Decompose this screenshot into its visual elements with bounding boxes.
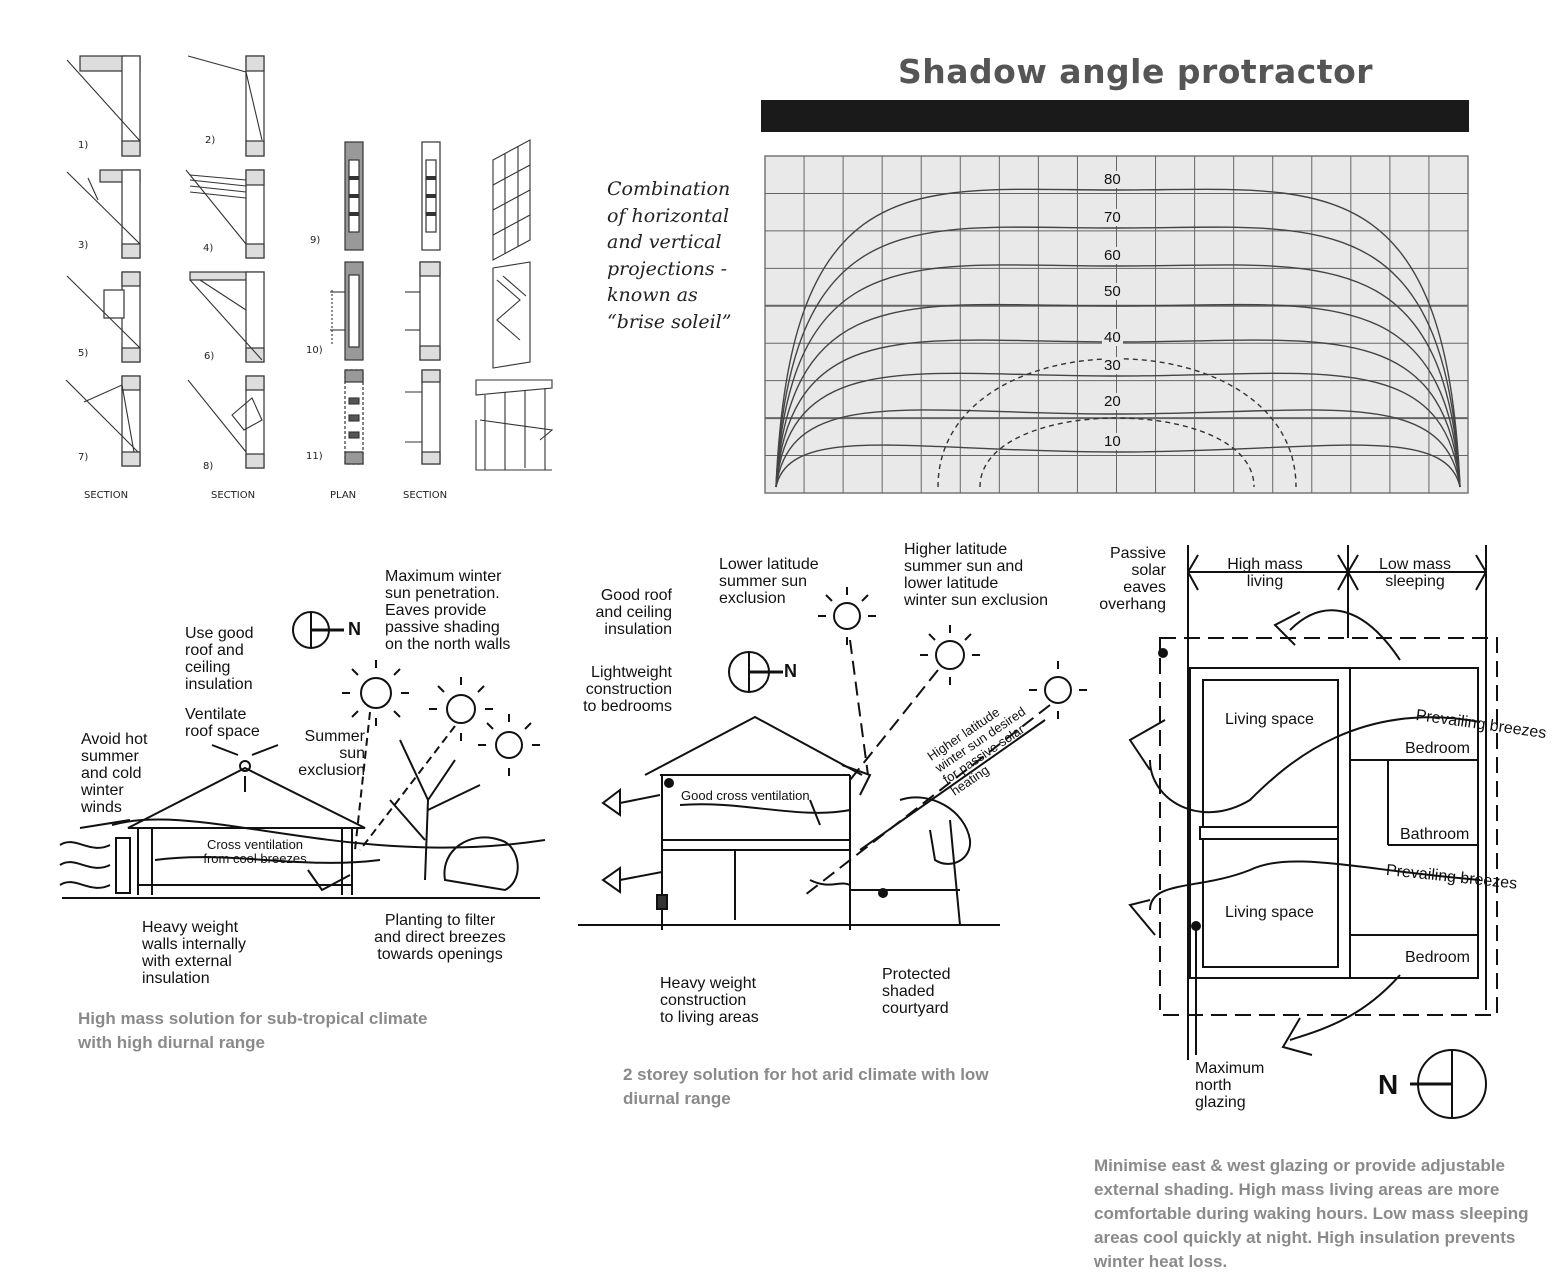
label-max-winter-sun: Maximum winter sun penetration. Eaves pr… <box>385 568 511 653</box>
label-good-cross-ventilation: Good cross ventilation <box>681 788 810 803</box>
angle-label-10: 10 <box>1102 433 1123 450</box>
section-number-10: 10) <box>306 345 323 356</box>
angle-label-30: 30 <box>1102 357 1123 374</box>
label-good-roof: Good roof and ceiling insulation <box>595 587 673 638</box>
plan-caption: Minimise east & west glazing or provide … <box>1094 1156 1529 1271</box>
label-high-mass: High mass living <box>1227 556 1303 590</box>
subtropical-north-label: N <box>348 619 361 639</box>
arid-caption: 2 storey solution for hot arid climate w… <box>623 1065 989 1108</box>
label-low-mass: Low mass sleeping <box>1378 556 1452 590</box>
section-number-8: 8) <box>203 461 214 472</box>
angle-label-50: 50 <box>1102 283 1123 300</box>
brise-soleil-text: Combination of horizontal and vertical p… <box>607 178 732 333</box>
column-label-section-2: SECTION <box>211 490 256 501</box>
label-lower-latitude: Lower latitude summer sun exclusion <box>719 556 819 607</box>
label-bathroom: Bathroom <box>1400 826 1470 843</box>
label-living-space-1: Living space <box>1225 711 1314 728</box>
label-ventilate-roof: Ventilate roof space <box>185 706 260 740</box>
section-number-7: 7) <box>78 452 89 463</box>
section-number-11: 11) <box>306 451 323 462</box>
label-bedroom-1: Bedroom <box>1405 740 1470 757</box>
title-bar <box>761 100 1469 132</box>
label-summer-exclusion: Summer sun exclusion <box>298 728 365 779</box>
label-passive-eaves: Passive solar eaves overhang <box>1099 545 1166 613</box>
section-number-5: 5) <box>78 348 89 359</box>
subtropical-caption: High mass solution for sub-tropical clim… <box>78 1009 428 1052</box>
section-number-6: 6) <box>204 351 215 362</box>
column-label-section-3: SECTION <box>403 490 448 501</box>
section-number-4: 4) <box>203 243 214 254</box>
section-number-9: 9) <box>310 235 321 246</box>
label-roof-insulation: Use good roof and ceiling insulation <box>185 625 254 693</box>
label-living-space-2: Living space <box>1225 904 1314 921</box>
angle-label-70: 70 <box>1102 209 1123 226</box>
angle-label-20: 20 <box>1102 393 1123 410</box>
angle-label-40: 40 <box>1102 329 1123 346</box>
angle-label-60: 60 <box>1102 247 1123 264</box>
label-planting: Planting to filter and direct breezes to… <box>374 912 506 963</box>
section-number-1: 1) <box>78 140 89 151</box>
column-label-section-1: SECTION <box>84 490 129 501</box>
label-bedroom-2: Bedroom <box>1405 949 1470 966</box>
label-lightweight: Lightweight construction to bedrooms <box>583 664 672 715</box>
plan-north-label: N <box>1378 1069 1399 1100</box>
label-higher-latitude: Higher latitude summer sun and lower lat… <box>904 541 1049 609</box>
label-heavy-walls: Heavy weight walls internally with exter… <box>142 919 247 987</box>
section-number-2: 2) <box>205 135 216 146</box>
protractor-title: Shadow angle protractor <box>898 52 1374 91</box>
label-courtyard: Protected shaded courtyard <box>882 966 951 1017</box>
label-avoid-winds: Avoid hot summer and cold winter winds <box>81 731 148 816</box>
column-label-plan: PLAN <box>330 490 357 501</box>
arid-north-label: N <box>784 661 797 681</box>
label-cross-ventilation: Cross ventilation from cool breezes <box>203 837 307 866</box>
label-max-north-glazing: Maximum north glazing <box>1195 1060 1265 1111</box>
section-number-3: 3) <box>78 240 89 251</box>
label-heavy-construction: Heavy weight construction to living area… <box>660 975 759 1026</box>
angle-label-80: 80 <box>1102 171 1123 188</box>
